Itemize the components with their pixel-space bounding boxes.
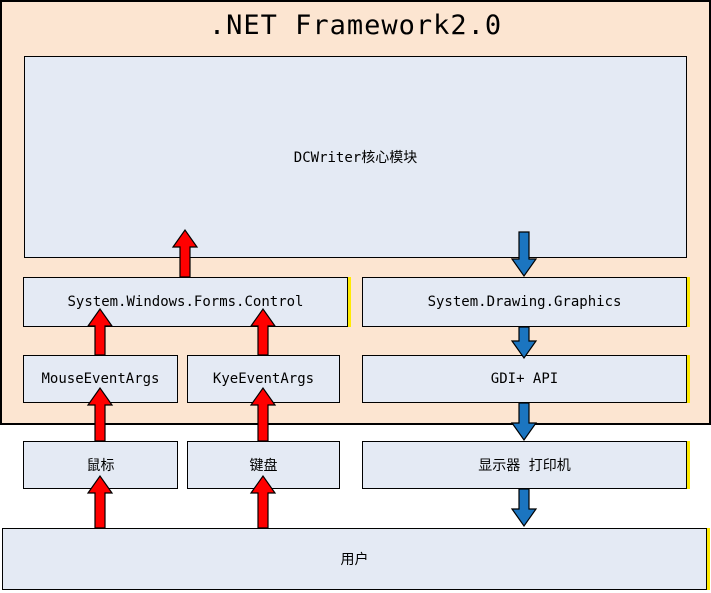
node-user: 用户 [2,528,707,590]
node-display-printer: 显示器 打印机 [362,441,687,489]
node-mouse-label: 鼠标 [86,458,115,474]
node-key-event-args-label: KyeEventArgs [212,371,315,387]
node-keyboard-label: 键盘 [249,458,278,474]
node-drawing-graphics-label: System.Drawing.Graphics [427,294,622,310]
node-gdi-api-label: GDI+ API [490,371,559,387]
node-gdi-api: GDI+ API [362,355,687,403]
node-dcwriter-core-label: DCWriter核心模块 [293,150,418,166]
node-user-label: 用户 [340,552,369,568]
node-forms-control: System.Windows.Forms.Control [23,277,348,327]
node-mouse-event-args-label: MouseEventArgs [41,371,160,387]
node-dcwriter-core: DCWriter核心模块 [24,56,687,258]
framework-title: .NET Framework2.0 [208,10,503,41]
node-drawing-graphics: System.Drawing.Graphics [362,277,687,327]
node-mouse-event-args: MouseEventArgs [23,355,178,403]
node-display-printer-label: 显示器 打印机 [478,458,571,474]
node-forms-control-label: System.Windows.Forms.Control [67,294,304,310]
arrow-display-to-user-blue-down-arrow [510,488,538,528]
node-key-event-args: KyeEventArgs [187,355,340,403]
node-keyboard: 键盘 [187,441,340,489]
node-mouse: 鼠标 [23,441,178,489]
